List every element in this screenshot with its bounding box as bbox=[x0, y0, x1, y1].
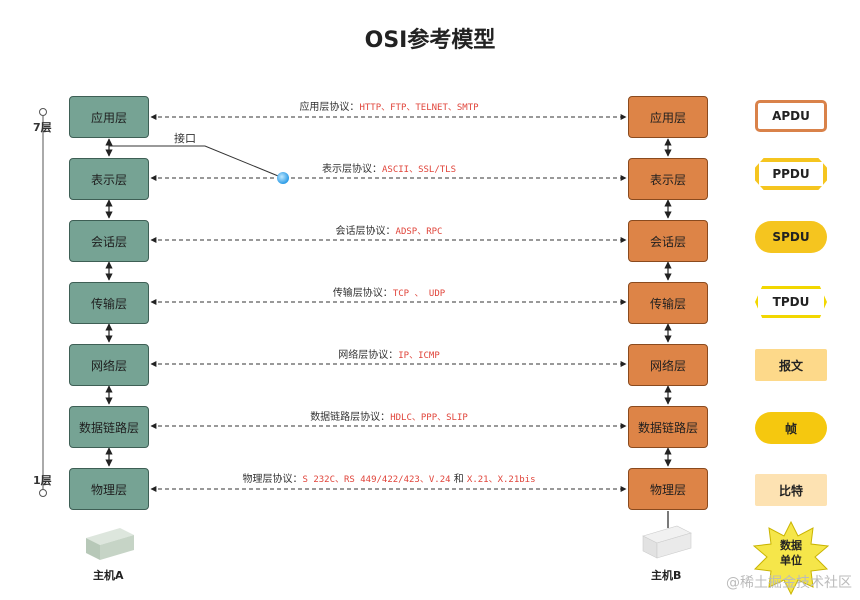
pdu-apdu: APDU bbox=[755, 100, 827, 132]
host-b-layer-physical: 物理层 bbox=[628, 468, 708, 510]
protocol-label-presentation: 表示层协议：ASCII、SSL/TLS bbox=[150, 160, 628, 175]
pdu-ppdu: PPDU bbox=[755, 158, 827, 190]
layer-range-bar bbox=[39, 108, 47, 497]
protocol-label-datalink: 数据链路层协议：HDLC、PPP、SLIP bbox=[150, 408, 628, 423]
top-layer-marker: 7层 bbox=[33, 121, 52, 134]
protocol-names-2: X.21、X.21bis bbox=[466, 475, 536, 485]
host-a-layer-physical: 物理层 bbox=[69, 468, 149, 510]
host-a-layer-session: 会话层 bbox=[69, 220, 149, 262]
protocol-label-session: 会话层协议：ADSP、RPC bbox=[150, 222, 628, 237]
protocol-names: HTTP、FTP、TELNET、SMTP bbox=[359, 103, 479, 113]
peer-arrows bbox=[150, 114, 627, 492]
host-b-layer-session: 会话层 bbox=[628, 220, 708, 262]
host-a-layer-network: 网络层 bbox=[69, 344, 149, 386]
pdu-unit-starburst: 数据 单位 bbox=[751, 520, 831, 596]
protocol-names: ADSP、RPC bbox=[395, 227, 443, 237]
starburst-shape bbox=[752, 520, 830, 596]
protocol-label-physical: 物理层协议：S 232C、RS 449/422/423、V.24 和 X.21、… bbox=[150, 470, 628, 485]
protocol-and: 和 bbox=[453, 474, 464, 485]
host-a-layer-datalink: 数据链路层 bbox=[69, 406, 149, 448]
host-b-layer-datalink: 数据链路层 bbox=[628, 406, 708, 448]
host-a-label: 主机A bbox=[93, 569, 124, 582]
protocol-prefix: 物理层协议： bbox=[242, 474, 303, 485]
protocol-names: TCP 、 UDP bbox=[392, 289, 446, 299]
pdu-message: 报文 bbox=[755, 349, 827, 381]
host-b-layer-transport: 传输层 bbox=[628, 282, 708, 324]
protocol-label-transport: 传输层协议：TCP 、 UDP bbox=[150, 284, 628, 299]
interface-dot bbox=[277, 172, 289, 184]
protocol-names: IP、ICMP bbox=[398, 351, 440, 361]
protocol-names: S 232C、RS 449/422/423、V.24 bbox=[302, 475, 451, 485]
protocol-label-network: 网络层协议：IP、ICMP bbox=[150, 346, 628, 361]
host-a-layer-application: 应用层 bbox=[69, 96, 149, 138]
host-a-layer-presentation: 表示层 bbox=[69, 158, 149, 200]
host-b-icon bbox=[642, 525, 692, 559]
interface-label: 接口 bbox=[174, 132, 196, 145]
host-a-layer-transport: 传输层 bbox=[69, 282, 149, 324]
protocol-prefix: 网络层协议： bbox=[338, 350, 399, 361]
page-title: OSI参考模型 bbox=[364, 28, 496, 53]
watermark: @稀土掘金技术社区 bbox=[726, 575, 852, 591]
interface-callout bbox=[109, 145, 284, 179]
protocol-prefix: 传输层协议： bbox=[332, 288, 393, 299]
pdu-frame: 帧 bbox=[755, 412, 827, 444]
protocol-prefix: 会话层协议： bbox=[335, 226, 396, 237]
pdu-bit: 比特 bbox=[755, 474, 827, 506]
protocol-prefix: 数据链路层协议： bbox=[310, 412, 391, 423]
pdu-unit-label-line1: 数据 bbox=[780, 539, 802, 552]
host-a-icon bbox=[86, 528, 134, 560]
bottom-layer-marker: 1层 bbox=[33, 474, 52, 487]
protocol-label-application: 应用层协议：HTTP、FTP、TELNET、SMTP bbox=[150, 98, 628, 113]
pdu-spdu: SPDU bbox=[755, 221, 827, 253]
protocol-prefix: 应用层协议： bbox=[299, 102, 360, 113]
protocol-names: ASCII、SSL/TLS bbox=[381, 165, 457, 175]
pdu-unit-label-line2: 单位 bbox=[780, 554, 802, 567]
host-b-layer-application: 应用层 bbox=[628, 96, 708, 138]
protocol-prefix: 表示层协议： bbox=[321, 164, 382, 175]
host-b-layer-presentation: 表示层 bbox=[628, 158, 708, 200]
host-b-layer-network: 网络层 bbox=[628, 344, 708, 386]
protocol-names: HDLC、PPP、SLIP bbox=[390, 413, 468, 423]
pdu-tpdu: TPDU bbox=[755, 286, 827, 318]
host-b-label: 主机B bbox=[651, 569, 682, 582]
